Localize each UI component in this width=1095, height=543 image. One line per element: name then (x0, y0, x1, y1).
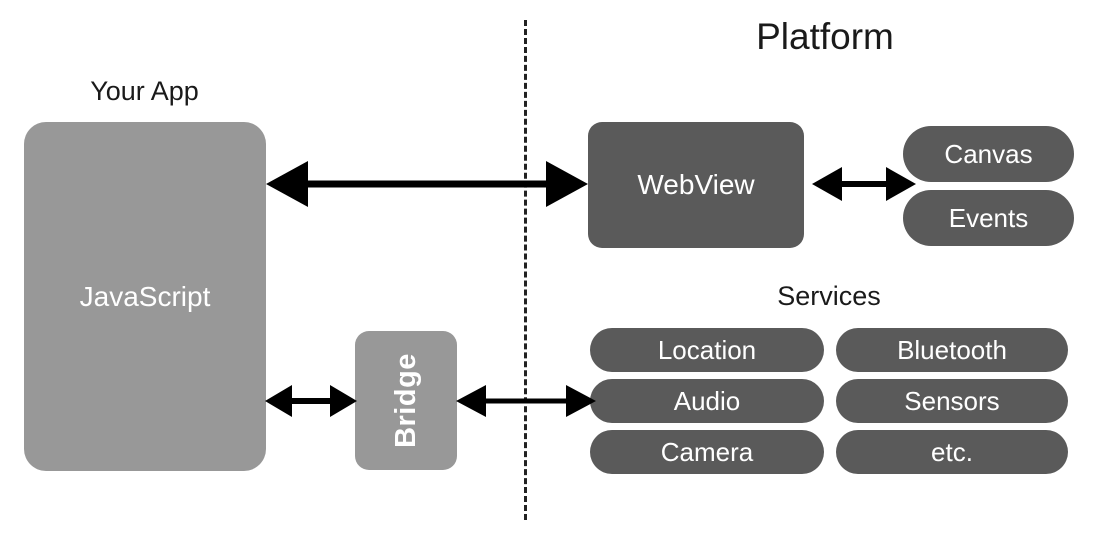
pill-events[interactable]: Events (903, 190, 1074, 246)
arrow-javascript-webview (266, 158, 588, 210)
pill-service-etc-label: etc. (931, 437, 973, 467)
section-title-platform: Platform (756, 16, 894, 57)
node-webview-label: WebView (637, 169, 755, 200)
pill-service-sensors-label: Sensors (904, 386, 1000, 416)
node-bridge-label: Bridge (389, 353, 422, 448)
pill-canvas-label: Canvas (944, 139, 1033, 169)
arrow-javascript-bridge (265, 382, 357, 420)
arrow-webview-outputs (812, 164, 916, 204)
node-bridge[interactable]: Bridge (355, 331, 457, 470)
pill-service-location[interactable]: Location (590, 328, 824, 372)
pill-service-bluetooth-label: Bluetooth (897, 335, 1007, 365)
node-webview[interactable]: WebView (588, 122, 804, 248)
arrow-bridge-services (456, 382, 596, 420)
pill-events-label: Events (948, 203, 1029, 233)
pill-service-camera[interactable]: Camera (590, 430, 824, 474)
node-javascript[interactable]: JavaScript (24, 122, 266, 471)
pill-service-etc[interactable]: etc. (836, 430, 1068, 474)
pill-service-bluetooth[interactable]: Bluetooth (836, 328, 1068, 372)
pill-service-location-label: Location (657, 335, 757, 365)
node-javascript-label: JavaScript (79, 280, 211, 312)
pill-canvas[interactable]: Canvas (903, 126, 1074, 182)
app-platform-divider (524, 20, 527, 520)
pill-service-audio[interactable]: Audio (590, 379, 824, 423)
section-title-services: Services (777, 281, 881, 311)
pill-service-audio-label: Audio (673, 386, 741, 416)
section-title-your-app: Your App (90, 76, 199, 106)
pill-service-sensors[interactable]: Sensors (836, 379, 1068, 423)
pill-service-camera-label: Camera (660, 437, 754, 467)
